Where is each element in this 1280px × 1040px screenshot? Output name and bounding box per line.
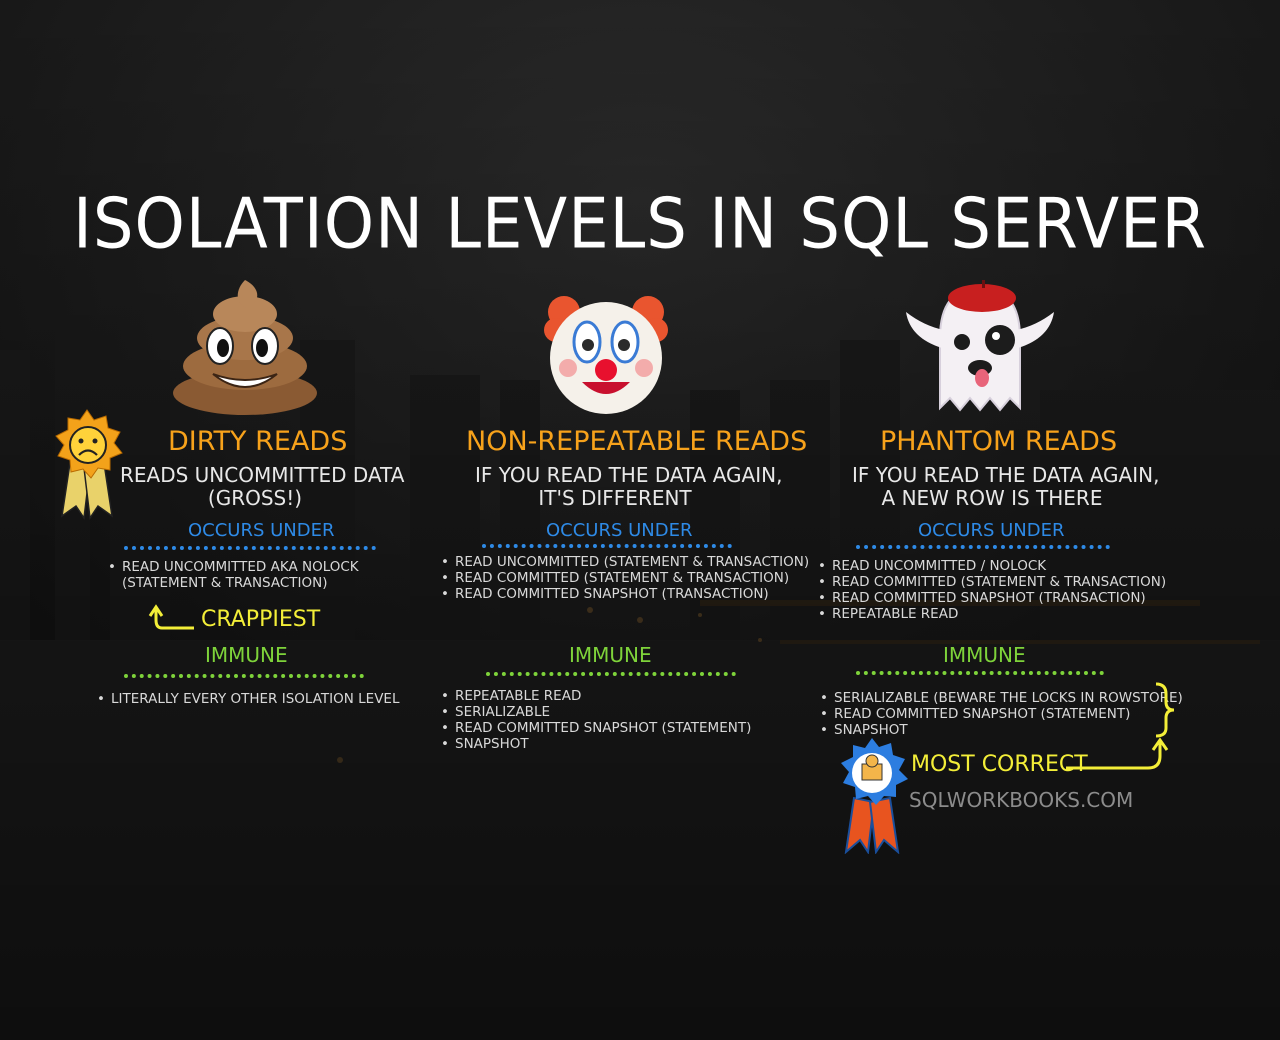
occurs-list-dirty-reads: READ UNCOMMITTED AKA NOLOCK (STATEMENT &… bbox=[108, 559, 359, 591]
immune-divider bbox=[856, 671, 1104, 675]
most-correct-label: MOST CORRECT bbox=[911, 752, 1088, 777]
occurs-divider bbox=[856, 545, 1110, 549]
list-item: LITERALLY EVERY OTHER ISOLATION LEVEL bbox=[97, 691, 399, 707]
crappiest-label: CRAPPIEST bbox=[201, 607, 321, 632]
desc-line: (GROSS!) bbox=[207, 486, 303, 510]
occurs-under-label: OCCURS UNDER bbox=[918, 520, 1065, 541]
desc-line: IT'S DIFFERENT bbox=[538, 486, 692, 510]
immune-label: IMMUNE bbox=[205, 643, 288, 667]
desc-dirty-reads: READS UNCOMMITTED DATA (GROSS!) bbox=[120, 463, 405, 510]
occurs-under-label: OCCURS UNDER bbox=[546, 520, 693, 541]
list-item: READ COMMITTED (STATEMENT & TRANSACTION) bbox=[818, 574, 1166, 590]
page-title: ISOLATION LEVELS IN SQL SERVER bbox=[72, 185, 1208, 265]
list-item: READ COMMITTED SNAPSHOT (STATEMENT) bbox=[820, 706, 1183, 722]
arrow-up-left-icon bbox=[148, 604, 194, 630]
immune-list-dirty-reads: LITERALLY EVERY OTHER ISOLATION LEVEL bbox=[97, 691, 399, 707]
immune-list-non-repeatable-reads: REPEATABLE READ SERIALIZABLE READ COMMIT… bbox=[441, 688, 751, 752]
ghost-emoji-icon bbox=[906, 280, 1054, 412]
immune-label: IMMUNE bbox=[943, 643, 1026, 667]
list-item: READ UNCOMMITTED / NOLOCK bbox=[818, 558, 1166, 574]
immune-list-phantom-reads: SERIALIZABLE (BEWARE THE LOCKS IN ROWSTO… bbox=[820, 690, 1183, 738]
list-item: READ UNCOMMITTED AKA NOLOCK bbox=[108, 559, 359, 575]
list-item: READ COMMITTED SNAPSHOT (TRANSACTION) bbox=[818, 590, 1166, 606]
heading-dirty-reads: DIRTY READS bbox=[168, 426, 348, 457]
immune-label: IMMUNE bbox=[569, 643, 652, 667]
list-item: READ COMMITTED SNAPSHOT (TRANSACTION) bbox=[441, 586, 809, 602]
desc-line: A NEW ROW IS THERE bbox=[881, 486, 1103, 510]
occurs-divider bbox=[124, 546, 376, 550]
site-url: SQLWORKBOOKS.COM bbox=[909, 788, 1134, 812]
heading-phantom-reads: PHANTOM READS bbox=[880, 426, 1118, 457]
list-item: READ COMMITTED SNAPSHOT (STATEMENT) bbox=[441, 720, 751, 736]
list-item: REPEATABLE READ bbox=[818, 606, 1166, 622]
poop-emoji-icon bbox=[173, 280, 317, 415]
list-item: SNAPSHOT bbox=[441, 736, 751, 752]
immune-divider bbox=[124, 674, 364, 678]
desc-phantom-reads: IF YOU READ THE DATA AGAIN, A NEW ROW IS… bbox=[852, 463, 1160, 510]
desc-line: READS UNCOMMITTED DATA bbox=[120, 463, 405, 487]
sad-face-badge-icon bbox=[55, 409, 123, 520]
list-item: (STATEMENT & TRANSACTION) bbox=[122, 575, 328, 591]
list-item: SERIALIZABLE bbox=[441, 704, 751, 720]
list-item: SERIALIZABLE (BEWARE THE LOCKS IN ROWSTO… bbox=[820, 690, 1183, 706]
list-item: READ COMMITTED (STATEMENT & TRANSACTION) bbox=[441, 570, 809, 586]
list-item: READ UNCOMMITTED (STATEMENT & TRANSACTIO… bbox=[441, 554, 809, 570]
sqlworkbooks-badge-icon bbox=[841, 738, 908, 854]
brace-arrow-icon bbox=[1066, 682, 1175, 770]
occurs-list-non-repeatable-reads: READ UNCOMMITTED (STATEMENT & TRANSACTIO… bbox=[441, 554, 809, 602]
occurs-under-label: OCCURS UNDER bbox=[188, 520, 335, 541]
list-item: REPEATABLE READ bbox=[441, 688, 751, 704]
occurs-list-phantom-reads: READ UNCOMMITTED / NOLOCK READ COMMITTED… bbox=[818, 558, 1166, 622]
desc-line: IF YOU READ THE DATA AGAIN, bbox=[852, 463, 1160, 487]
occurs-divider bbox=[482, 544, 732, 548]
clown-emoji-icon bbox=[544, 296, 668, 414]
immune-divider bbox=[486, 672, 736, 676]
desc-line: IF YOU READ THE DATA AGAIN, bbox=[475, 463, 783, 487]
list-item: SNAPSHOT bbox=[820, 722, 1183, 738]
heading-non-repeatable-reads: NON-REPEATABLE READS bbox=[466, 426, 808, 457]
desc-non-repeatable-reads: IF YOU READ THE DATA AGAIN, IT'S DIFFERE… bbox=[475, 463, 783, 510]
